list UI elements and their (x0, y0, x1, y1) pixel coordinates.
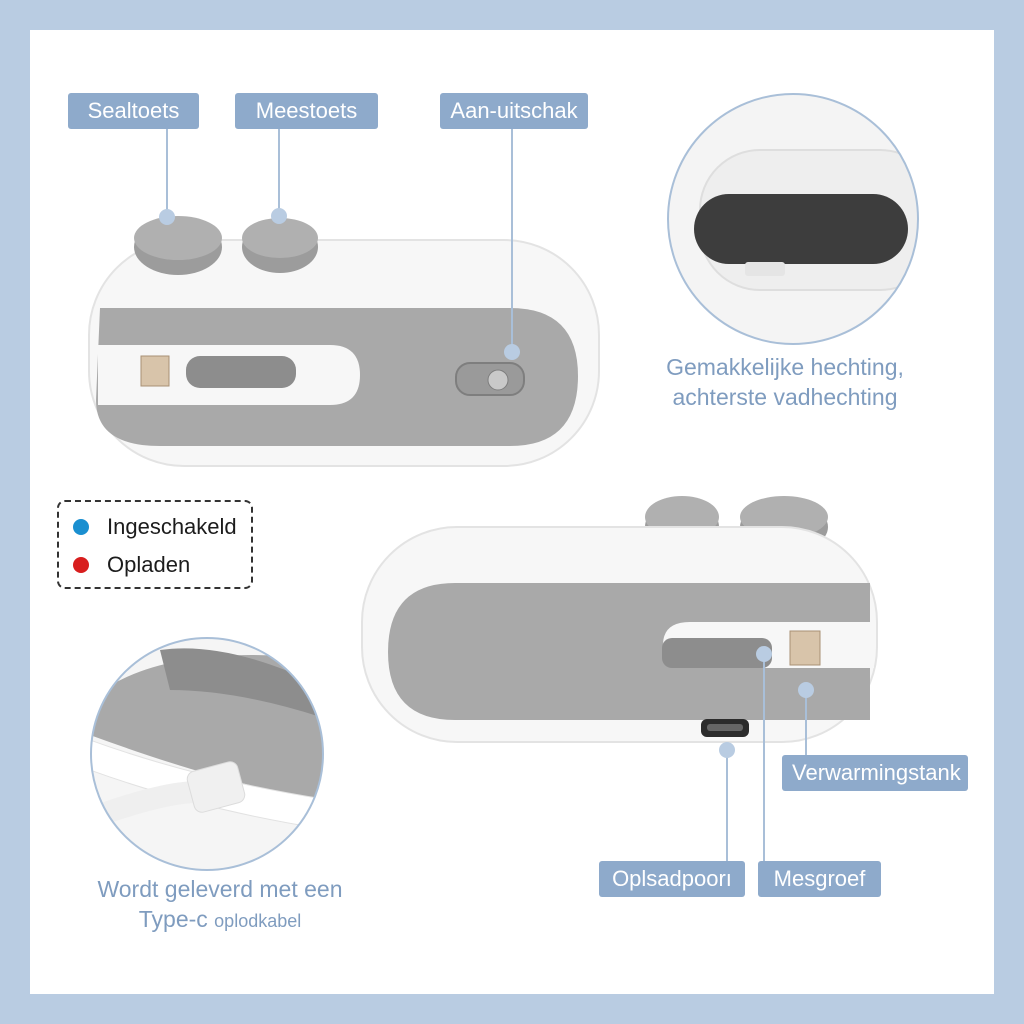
cable-caption-line2: Type-c oplodkabel (70, 904, 370, 936)
red-dot-icon (73, 557, 89, 573)
leader-lines-bottom (719, 646, 814, 862)
leader-lines-top (159, 128, 520, 360)
cable-caption-line1: Wordt geleverd met een (97, 876, 343, 902)
seal-button-cap (134, 216, 222, 275)
zoom-sealing-detail (667, 93, 919, 345)
sealing-caption-line2: achterste vadhechting (672, 384, 898, 410)
cable-caption: Wordt geleverd met een Type-c oplodkabel (70, 874, 370, 936)
sealer-side-view (361, 496, 878, 743)
zoom-cable-detail (90, 637, 324, 871)
seal-button-label: Sealtoets (68, 93, 199, 129)
legend-item-on: Ingeschakeld (73, 514, 237, 540)
sealing-caption: Gemakkelijke hechting, achterste vadhech… (640, 352, 930, 412)
indicator-legend: Ingeschakeld Opladen (57, 500, 253, 589)
blue-dot-icon (73, 519, 89, 535)
knife-groove-label: Mesgroef (758, 861, 881, 897)
legend-item-charging: Opladen (73, 552, 190, 578)
legend-label-on: Ingeschakeld (107, 514, 237, 539)
knife-button-label: Meestoets (235, 93, 378, 129)
power-switch-label: Aan-uitschak (440, 93, 588, 129)
heating-tank-label: Verwarmingstank (782, 755, 968, 791)
sealer-top-view (88, 216, 600, 467)
legend-label-charging: Opladen (107, 552, 191, 577)
cable-type-prefix: Type-c (138, 906, 208, 932)
cable-type-suffix: oplodkabel (214, 911, 302, 931)
charging-port-label: Oplsadpoorı (599, 861, 745, 897)
sealing-caption-line1: Gemakkelijke hechting, (666, 354, 904, 380)
knife-button-cap (242, 218, 318, 273)
